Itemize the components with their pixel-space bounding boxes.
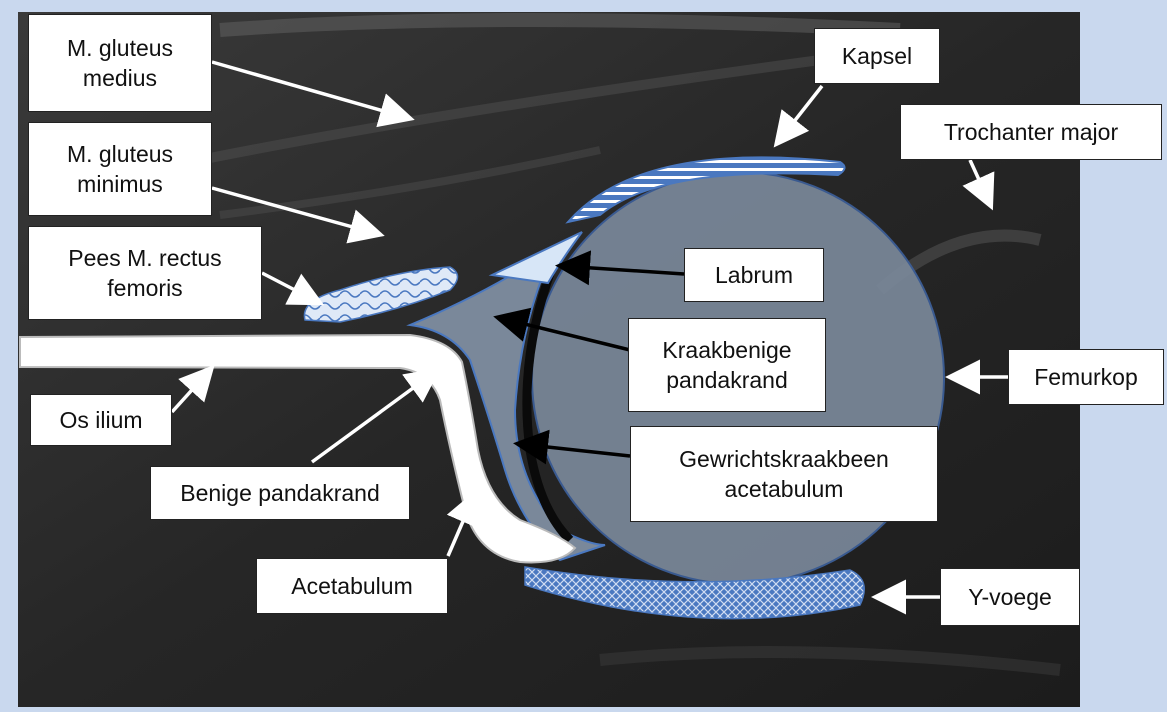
label-y-voege: Y-voege [940, 568, 1080, 626]
label-pees-rectus-text: Pees M. rectus femoris [68, 243, 221, 303]
label-acetabulum: Acetabulum [256, 558, 448, 614]
label-trochanter: Trochanter major [900, 104, 1162, 160]
label-kapsel: Kapsel [814, 28, 940, 84]
label-labrum: Labrum [684, 248, 824, 302]
label-gluteus-minimus-text: M. gluteus minimus [67, 139, 173, 199]
label-gluteus-medius-text: M. gluteus medius [67, 33, 173, 93]
label-os-ilium: Os ilium [30, 394, 172, 446]
label-femurkop-text: Femurkop [1034, 362, 1138, 392]
label-benige-pandakrand: Benige pandakrand [150, 466, 410, 520]
label-pees-rectus: Pees M. rectus femoris [28, 226, 262, 320]
label-kraakbenige-text: Kraakbenige pandakrand [662, 335, 791, 395]
label-gluteus-minimus: M. gluteus minimus [28, 122, 212, 216]
label-trochanter-text: Trochanter major [944, 117, 1118, 147]
label-femurkop: Femurkop [1008, 349, 1164, 405]
label-y-voege-text: Y-voege [968, 582, 1052, 612]
label-benige-pandakrand-text: Benige pandakrand [180, 478, 380, 508]
label-os-ilium-text: Os ilium [59, 405, 142, 435]
label-gewrichtskraakbeen-text: Gewrichtskraakbeen acetabulum [679, 444, 889, 504]
label-kraakbenige: Kraakbenige pandakrand [628, 318, 826, 412]
label-gluteus-medius: M. gluteus medius [28, 14, 212, 112]
label-kapsel-text: Kapsel [842, 41, 912, 71]
label-labrum-text: Labrum [715, 260, 793, 290]
label-gewrichtskraakbeen: Gewrichtskraakbeen acetabulum [630, 426, 938, 522]
label-acetabulum-text: Acetabulum [291, 571, 412, 601]
